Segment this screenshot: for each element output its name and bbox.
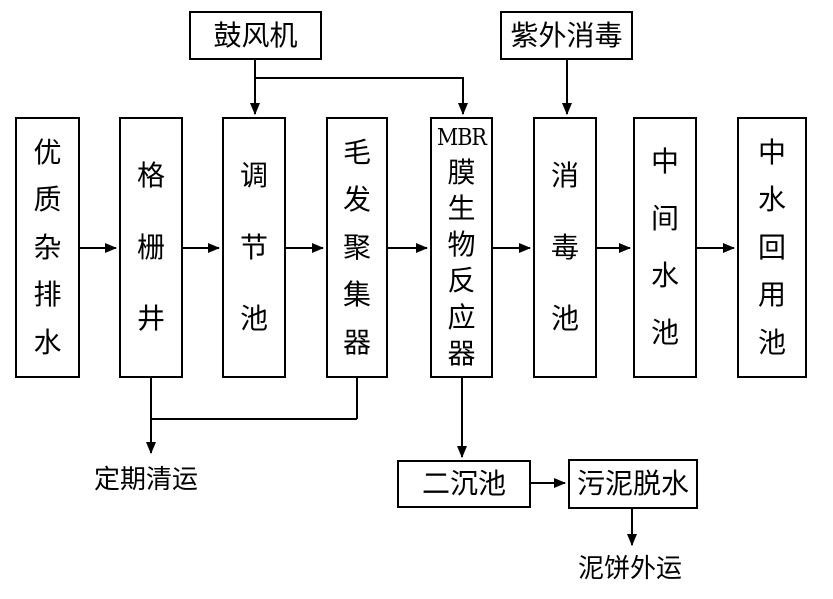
reclaimed-water-tank-label: 中水回用池 bbox=[757, 135, 786, 359]
process-box-grid-well: 格栅井 bbox=[119, 117, 183, 378]
sludge-dewatering-label: 污泥脱水 bbox=[576, 467, 689, 500]
regulating-tank-label: 调节池 bbox=[239, 159, 268, 335]
sludge-dewatering-box: 污泥脱水 bbox=[568, 459, 698, 509]
process-box-premium-greywater: 优质杂排水 bbox=[15, 117, 80, 378]
blower-box: 鼓风机 bbox=[189, 11, 322, 60]
blower-label: 鼓风机 bbox=[213, 18, 298, 52]
hair-collector-label: 毛发聚集器 bbox=[342, 135, 371, 359]
mud-cake-transport-label: 泥饼外运 bbox=[578, 554, 683, 584]
intermediate-tank-label: 中间水池 bbox=[650, 145, 679, 349]
secondary-sedimentation-box: 二沉池 bbox=[397, 460, 531, 508]
uv-disinfection-label: 紫外消毒 bbox=[510, 18, 623, 52]
process-box-disinfection-tank: 消毒池 bbox=[533, 117, 597, 378]
process-box-hair-collector: 毛发聚集器 bbox=[326, 117, 388, 378]
process-box-reclaimed-water-tank: 中水回用池 bbox=[737, 117, 807, 378]
grid-well-label: 格栅井 bbox=[136, 159, 165, 335]
arrow-gridwell-to-periodic-removal bbox=[151, 378, 357, 453]
arrow-blower-to-mbr bbox=[255, 77, 468, 115]
secondary-sedimentation-label: 二沉池 bbox=[421, 467, 506, 500]
process-box-intermediate-tank: 中间水池 bbox=[633, 117, 697, 378]
periodic-removal-label: 定期清运 bbox=[94, 465, 199, 495]
disinfection-tank-label: 消毒池 bbox=[550, 159, 579, 335]
uv-disinfection-box: 紫外消毒 bbox=[500, 11, 633, 60]
premium-greywater-label: 优质杂排水 bbox=[33, 135, 62, 359]
process-box-regulating-tank: 调节池 bbox=[222, 117, 286, 378]
